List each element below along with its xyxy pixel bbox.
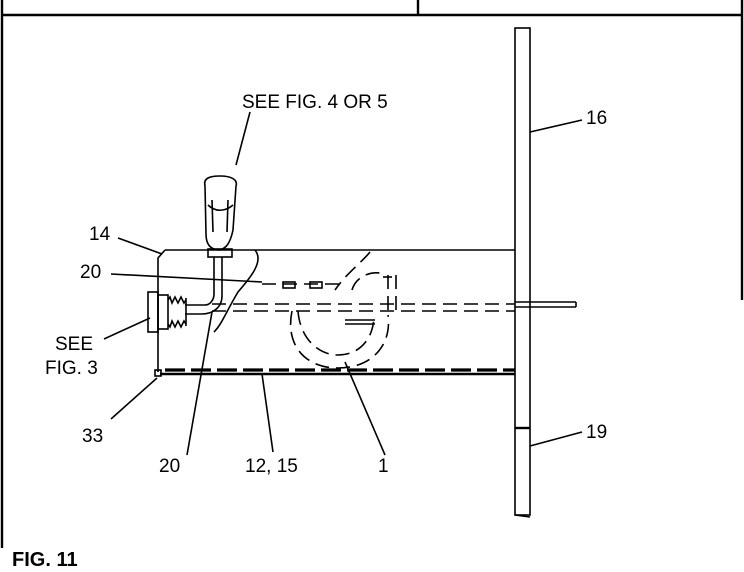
part-labels: SEE FIG. 4 OR 5 16 14 20 SEE FIG. 3 33 2… xyxy=(45,92,607,477)
label-part-20-lower: 20 xyxy=(159,456,180,477)
label-part-16: 16 xyxy=(586,108,607,129)
label-part-19: 19 xyxy=(586,422,607,443)
label-part-33: 33 xyxy=(82,426,103,447)
vertical-plate xyxy=(514,27,531,518)
label-part-14: 14 xyxy=(89,224,111,245)
label-part-1: 1 xyxy=(378,456,389,477)
page-frame xyxy=(0,0,744,548)
leader-lines xyxy=(103,111,583,456)
tank-body xyxy=(157,249,515,376)
label-fig-3: FIG. 3 xyxy=(45,358,98,379)
horizontal-rod xyxy=(515,301,577,308)
side-fitting xyxy=(147,291,187,377)
label-see: SEE xyxy=(55,334,93,355)
label-see-fig-4-or-5: SEE FIG. 4 OR 5 xyxy=(242,92,388,113)
valve-assembly xyxy=(185,175,238,315)
figure-caption: FIG. 11 xyxy=(12,549,78,571)
label-part-20-upper: 20 xyxy=(80,262,101,283)
label-part-12-15: 12, 15 xyxy=(245,456,298,477)
